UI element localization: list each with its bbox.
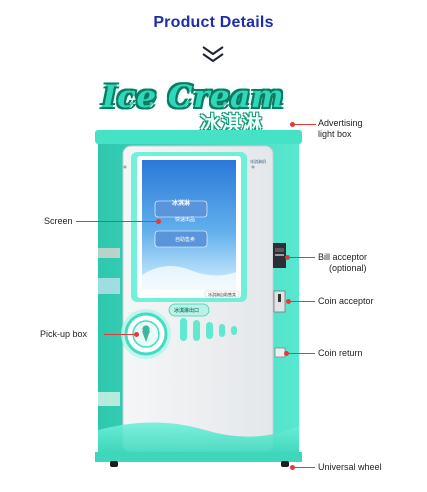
screen-brand: 冰淇淋机 [250,159,266,164]
vending-machine [95,130,302,467]
label-light-box: light box [318,129,352,139]
callout-dot-wheel [290,465,295,470]
screen-card-2-label: 自助售卖 [175,237,196,243]
callout-line-bill [289,257,315,258]
callout-line-light-box [294,124,316,125]
callout-dot-light-box [290,122,295,127]
label-coin-return: Coin return [318,348,363,358]
page-title: Product Details [153,14,274,31]
callout-dot-screen [156,219,161,224]
callout-line-coin-return [288,353,315,354]
callout-line-pickup [104,334,136,335]
callout-dot-coin-return [284,351,289,356]
label-bill-optional: (optional) [329,263,367,273]
screen-card-1-label: 快速出品 [175,217,196,223]
slot-sign: 冰淇淋出口 [174,308,200,314]
label-bill-acceptor: Bill acceptor [318,252,368,262]
label-pickup-box: Pick-up box [40,329,88,339]
screen-bottom-badge: 冰淇淋自助售卖 [208,292,236,297]
callout-dot-coin [286,299,291,304]
label-screen: Screen [44,216,73,226]
label-advertising: Advertising [318,118,363,128]
chevron-down-icon [202,46,224,63]
label-coin-acceptor: Coin acceptor [318,296,374,306]
screen-top-label: 冰淇淋 [172,200,191,207]
ice-cream-cone-icon [142,325,150,342]
label-universal-wheel: Universal wheel [318,462,382,472]
callout-line-coin [290,301,315,302]
callout-dot-bill [285,255,290,260]
callout-dot-pickup [134,332,139,337]
callout-line-screen [76,221,158,222]
callout-line-wheel [294,467,315,468]
ice-cream-logo: Ice Cream [102,79,285,115]
